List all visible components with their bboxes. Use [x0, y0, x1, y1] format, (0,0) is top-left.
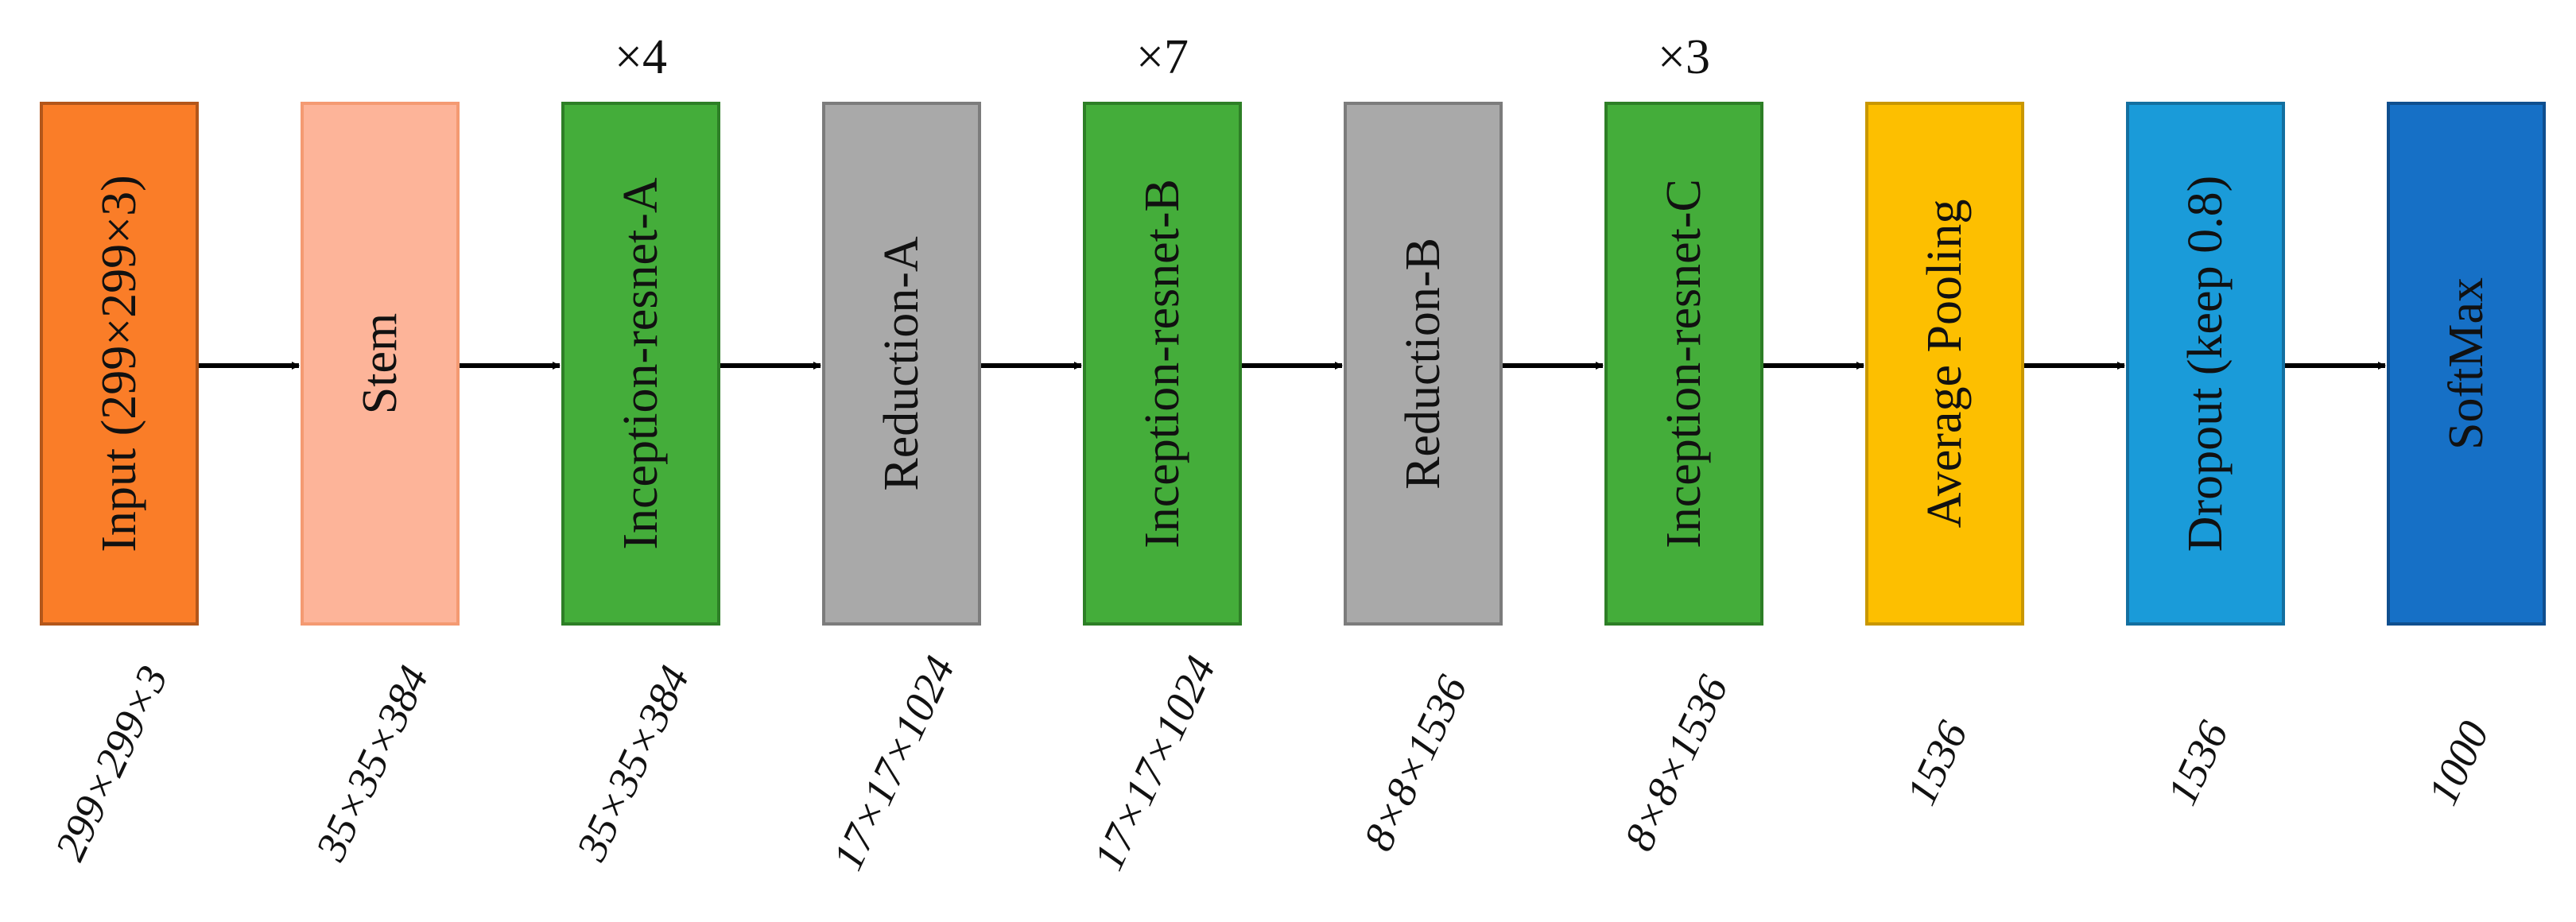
block-label: Inception-resnet-C	[1657, 179, 1711, 548]
block-7: Average Pooling	[1865, 102, 2024, 626]
block-box	[2126, 102, 2285, 626]
block-box	[1865, 102, 2024, 626]
repeat-label: ×3	[1658, 30, 1710, 84]
repeat-labels-layer: ×4 ×7 ×3	[615, 30, 1710, 84]
dimension-label: 299×299×3	[45, 659, 177, 868]
block-3: Reduction-A	[822, 102, 981, 626]
block-label: Input (299×299×3)	[92, 175, 146, 552]
block-label: Dropout (keep 0.8)	[2178, 176, 2233, 552]
dimension-label: 17×17×1024	[824, 649, 964, 877]
dimension-labels-layer: 299×299×3 35×35×384 35×35×384 17×17×1024 17×…	[45, 649, 2498, 877]
dimension-label: 8×8×1536	[1615, 668, 1737, 858]
block-8: Dropout (keep 0.8)	[2126, 102, 2285, 626]
block-6: Inception-resnet-C	[1604, 102, 1763, 626]
block-4: Inception-resnet-B	[1083, 102, 1242, 626]
block-label: Average Pooling	[1918, 200, 1972, 529]
block-2: Inception-resnet-A	[561, 102, 720, 626]
dimension-label: 35×35×384	[567, 659, 698, 869]
block-box	[1344, 102, 1503, 626]
block-box	[1083, 102, 1242, 626]
block-box	[822, 102, 981, 626]
repeat-label: ×4	[615, 30, 667, 84]
dimension-label: 1536	[2158, 714, 2237, 812]
block-box	[40, 102, 199, 626]
block-1: Stem	[301, 102, 460, 626]
blocks-layer: Input (299×299×3) Stem Inception-resnet-A R…	[40, 102, 2546, 626]
block-label: Reduction-A	[875, 236, 929, 490]
block-0: Input (299×299×3)	[40, 102, 199, 626]
repeat-label: ×7	[1136, 30, 1189, 84]
dimension-label: 35×35×384	[306, 659, 437, 869]
block-label: SoftMax	[2439, 277, 2493, 450]
block-box	[301, 102, 460, 626]
dimension-label: 1000	[2419, 714, 2498, 812]
dimension-label: 8×8×1536	[1354, 668, 1476, 858]
block-box	[2387, 102, 2546, 626]
block-box	[1604, 102, 1763, 626]
block-label: Reduction-B	[1396, 238, 1450, 490]
block-label: Stem	[353, 313, 407, 414]
block-9: SoftMax	[2387, 102, 2546, 626]
block-box	[561, 102, 720, 626]
block-5: Reduction-B	[1344, 102, 1503, 626]
block-label: Inception-resnet-A	[614, 177, 668, 549]
dimension-label: 17×17×1024	[1084, 649, 1224, 877]
block-label: Inception-resnet-B	[1135, 179, 1189, 548]
dimension-label: 1536	[1897, 714, 1977, 812]
